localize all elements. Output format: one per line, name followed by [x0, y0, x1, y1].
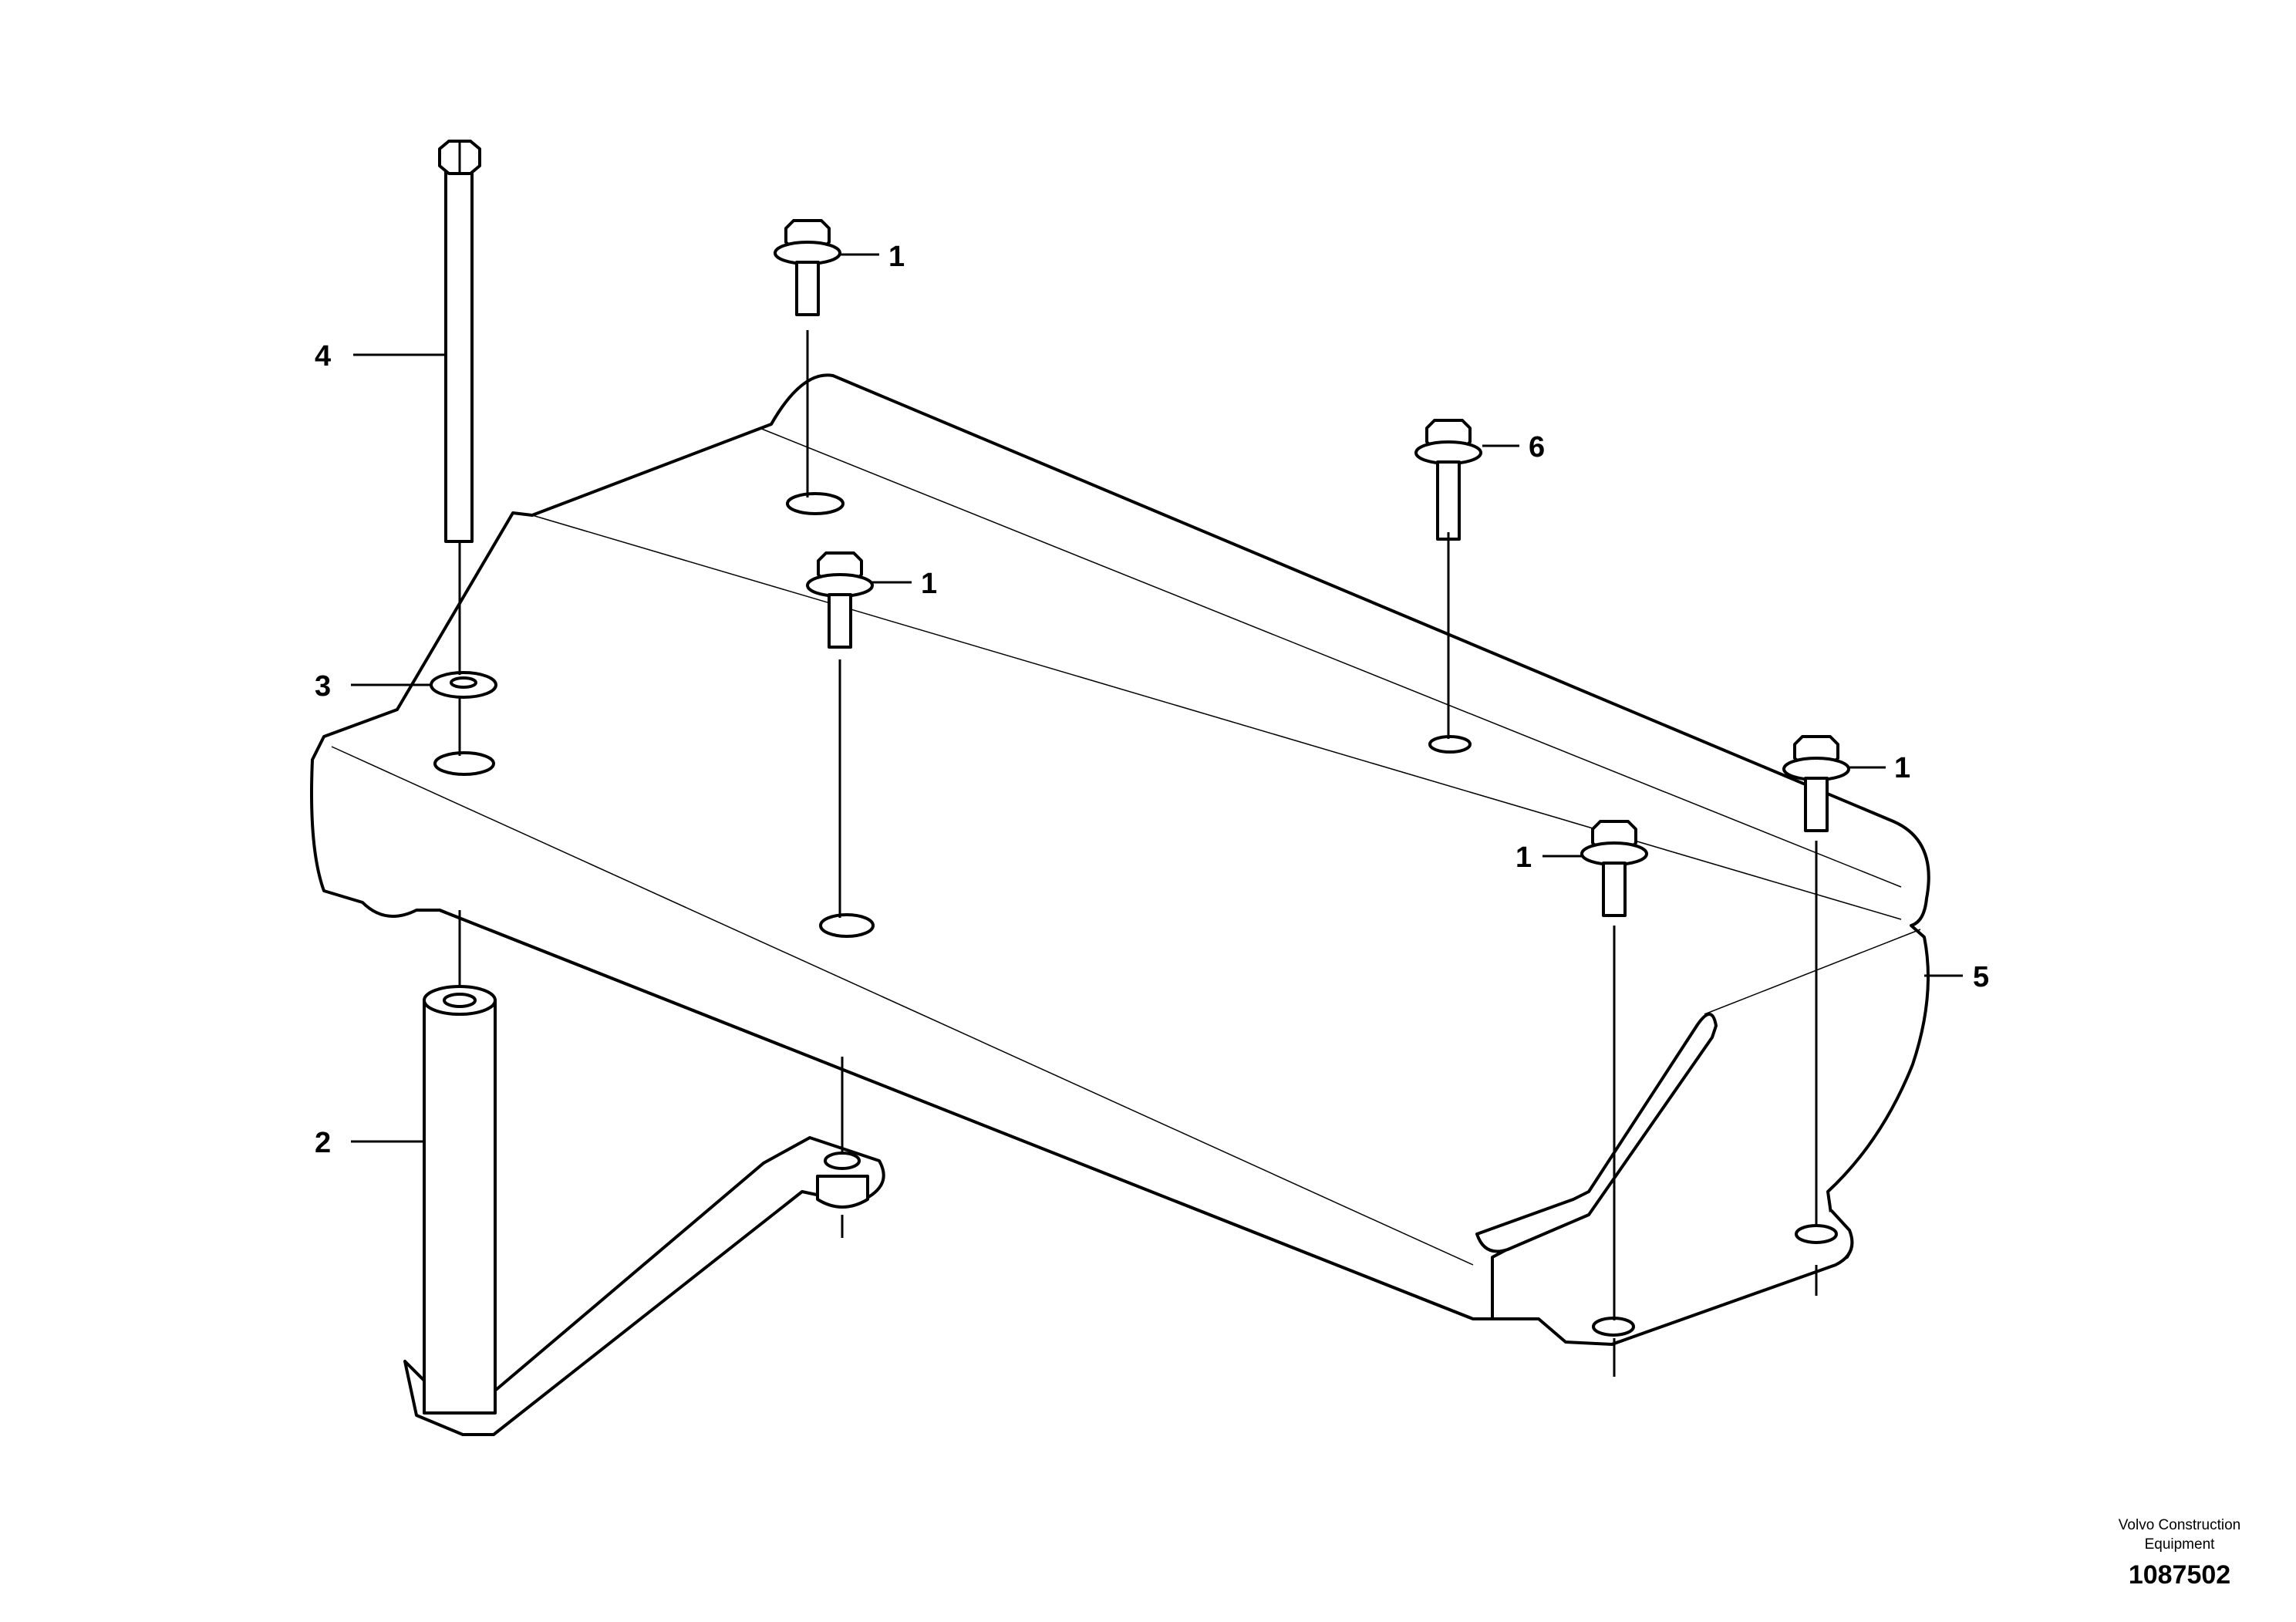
callout-1-middle: 1: [921, 568, 937, 600]
washer-part-3: [430, 671, 497, 699]
leader-lines: [351, 253, 1963, 1143]
callout-1-top: 1: [888, 241, 905, 273]
company-name-line1: Volvo Construction: [2119, 1517, 2240, 1533]
flange-bolt-1-top: [774, 219, 841, 316]
document-number: 1087502: [2129, 1560, 2230, 1590]
callout-6: 6: [1529, 431, 1545, 464]
callout-3: 3: [315, 670, 331, 703]
company-name-line2: Equipment: [2145, 1536, 2216, 1553]
support-tube-part-2: [403, 985, 885, 1436]
long-bolt-part-4: [438, 140, 481, 543]
callout-2: 2: [315, 1127, 331, 1159]
callout-1-lower-right: 1: [1515, 841, 1532, 874]
assembly-axis-lines: [458, 330, 1818, 1377]
callout-5: 5: [1973, 961, 1989, 993]
flange-bolt-6: [1414, 419, 1482, 541]
flange-bolt-1-lower-right: [1580, 820, 1648, 917]
callout-4: 4: [315, 340, 331, 373]
flange-bolt-1-right: [1782, 735, 1850, 832]
callout-1-right: 1: [1894, 752, 1910, 784]
cover-plate-part-5: [310, 373, 1930, 1346]
flange-bolt-1-middle: [806, 551, 874, 649]
